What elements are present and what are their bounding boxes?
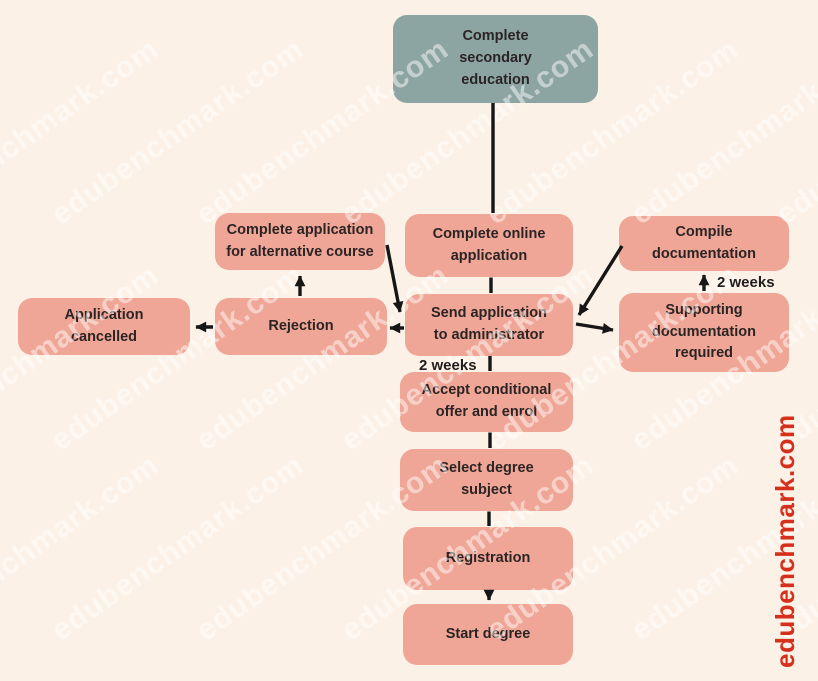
node-accept-conditional-offer-and-enrol: Accept conditional offer and enrol — [400, 372, 573, 432]
watermark-text: edubenchmark.com — [45, 32, 310, 232]
watermark-text: edubenchmark.com — [0, 258, 165, 458]
edge-send-to-supporting — [575, 322, 614, 334]
two-weeks-label-right: 2 weeks — [717, 274, 775, 291]
watermark-text: edubenchmark.com — [0, 448, 165, 648]
node-rejection: Rejection — [215, 298, 387, 355]
edge-compile-to-send — [577, 245, 624, 316]
two-weeks-label-middle: 2 weeks — [419, 357, 477, 374]
watermark-text: edubenchmark.com — [0, 32, 165, 232]
node-complete-online-application: Complete online application — [405, 214, 573, 277]
watermark-text: edubenchmark.com — [770, 32, 818, 232]
watermark-text: edubenchmark.com — [625, 32, 818, 232]
node-complete-application-alternative-course: Complete application for alternative cou… — [215, 213, 385, 270]
edge-altcourse-to-send — [385, 244, 404, 313]
node-complete-secondary-education: Complete secondary education — [393, 15, 598, 103]
watermark-text: edubenchmark.com — [45, 258, 310, 458]
node-supporting-documentation-required: Supporting documentation required — [619, 293, 789, 372]
watermark-vertical-red: edubenchmark.com — [770, 414, 800, 668]
node-start-degree: Start degree — [403, 604, 573, 665]
watermark-text: edubenchmark.com — [45, 448, 310, 648]
node-select-degree-subject: Select degree subject — [400, 449, 573, 511]
node-compile-documentation: Compile documentation — [619, 216, 789, 271]
node-application-cancelled: Application cancelled — [18, 298, 190, 355]
node-send-application-to-administrator: Send application to administrator — [405, 294, 573, 356]
node-registration: Registration — [403, 527, 573, 590]
